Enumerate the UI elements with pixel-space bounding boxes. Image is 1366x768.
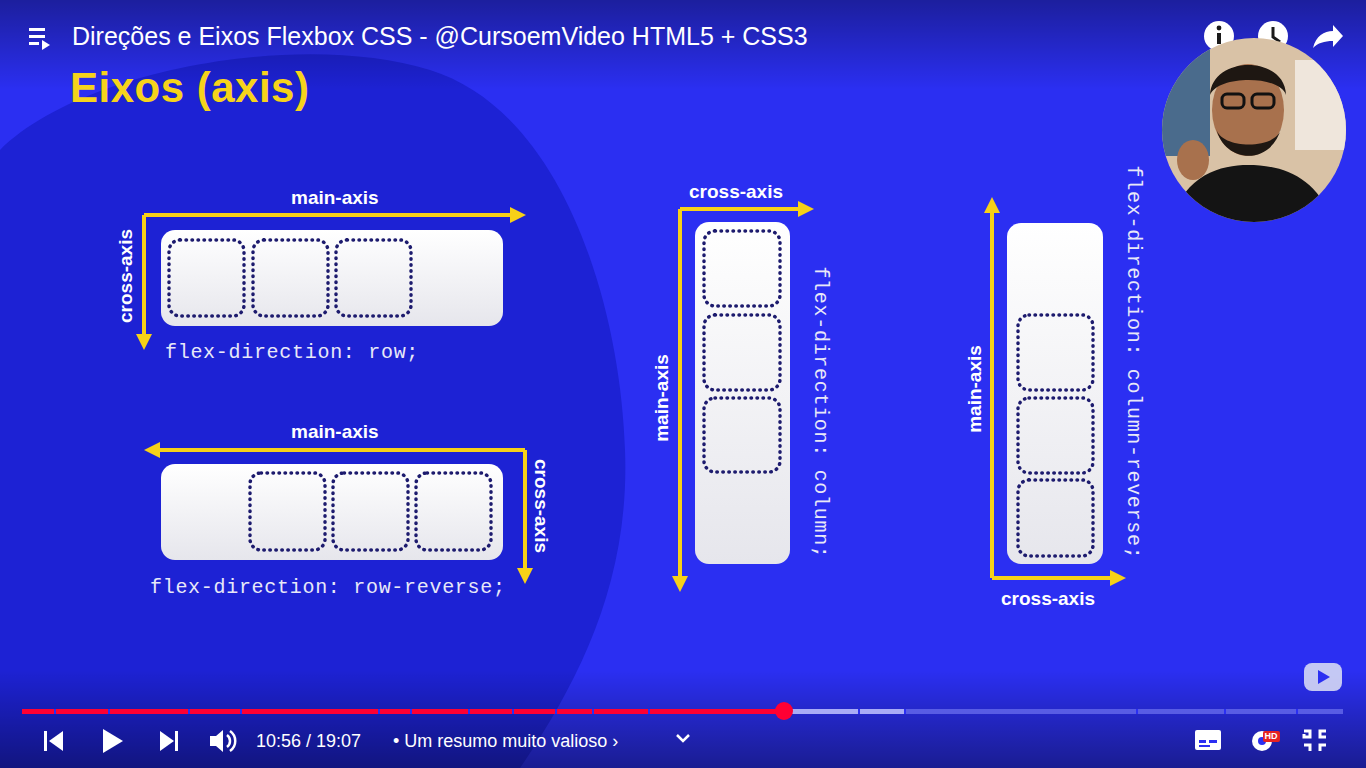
flex-item: [416, 473, 491, 550]
axis-label: cross-axis: [115, 229, 137, 323]
video-title: Direções e Eixos Flexbox CSS - @CursoemV…: [72, 22, 808, 51]
flex-item: [704, 398, 780, 472]
css-declaration: flex-direction: column-reverse;: [1122, 165, 1145, 559]
channel-logo: [1304, 663, 1342, 691]
progress-bar: [22, 702, 1343, 720]
flex-container: flex-direction: row-reverse;: [161, 464, 503, 560]
flex-items: [161, 230, 503, 326]
flex-item: [336, 240, 411, 316]
css-declaration: flex-direction: column;: [809, 266, 832, 558]
axis-label: cross-axis: [530, 459, 552, 553]
quality-badge: HD: [1263, 731, 1280, 742]
share-icon: [1313, 25, 1343, 48]
flex-item: [704, 315, 780, 390]
playlist-icon: [29, 28, 50, 50]
axis-arrows: [144, 209, 1112, 578]
arrow-heads: [136, 197, 1126, 592]
slide-title: Eixos (axis): [70, 64, 309, 112]
axis-label: main-axis: [651, 354, 673, 442]
flex-item: [333, 473, 408, 550]
flex-item: [1018, 398, 1093, 473]
player-controls: [44, 729, 1326, 753]
axis-label: main-axis: [291, 187, 379, 209]
flex-item: [253, 240, 328, 316]
axis-label: cross-axis: [1001, 588, 1095, 610]
css-declaration: flex-direction: row-reverse;: [150, 576, 506, 599]
flex-items: [695, 222, 790, 564]
flex-item: [1018, 315, 1093, 390]
flex-container: flex-direction: row;: [161, 230, 503, 326]
flex-container: flex-direction: column;: [695, 222, 790, 564]
flex-container: flex-direction: column-reverse;: [1007, 223, 1103, 564]
flex-item: [169, 240, 244, 316]
flex-items: [161, 464, 503, 560]
time-display: 10:56 / 19:07: [256, 731, 361, 752]
flex-items: [1007, 223, 1103, 564]
axis-label: main-axis: [291, 421, 379, 443]
flex-item: [704, 231, 780, 306]
flex-item: [250, 473, 325, 550]
chapter-title: • Um resumo muito valioso ›: [393, 731, 618, 752]
css-declaration: flex-direction: row;: [165, 341, 419, 364]
presenter-avatar: [1160, 36, 1355, 230]
flex-item: [1018, 480, 1093, 556]
axis-label: main-axis: [964, 345, 986, 433]
axis-label: cross-axis: [689, 181, 783, 203]
